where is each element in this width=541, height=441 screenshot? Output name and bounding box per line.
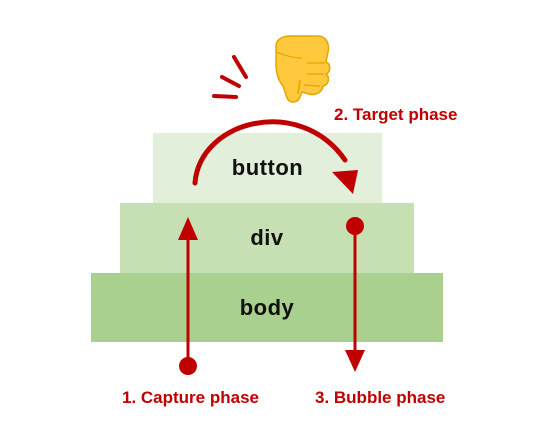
div-layer-label: div <box>250 225 284 250</box>
bubble-arrow <box>345 217 365 372</box>
capture-phase-label: 1. Capture phase <box>122 388 259 407</box>
pointing-down-hand-icon <box>275 35 331 103</box>
target-phase-label: 2. Target phase <box>334 105 458 124</box>
body-layer-label: body <box>239 294 295 320</box>
button-layer-label: button <box>231 155 304 180</box>
button-layer: button <box>153 133 382 203</box>
body-layer: body <box>91 273 443 342</box>
div-layer: div <box>120 203 414 273</box>
target-arrow <box>192 119 358 194</box>
bubble-phase-label: 3. Bubble phase <box>315 388 446 407</box>
capture-arrow <box>178 217 198 375</box>
tap-motion-lines <box>212 55 248 99</box>
